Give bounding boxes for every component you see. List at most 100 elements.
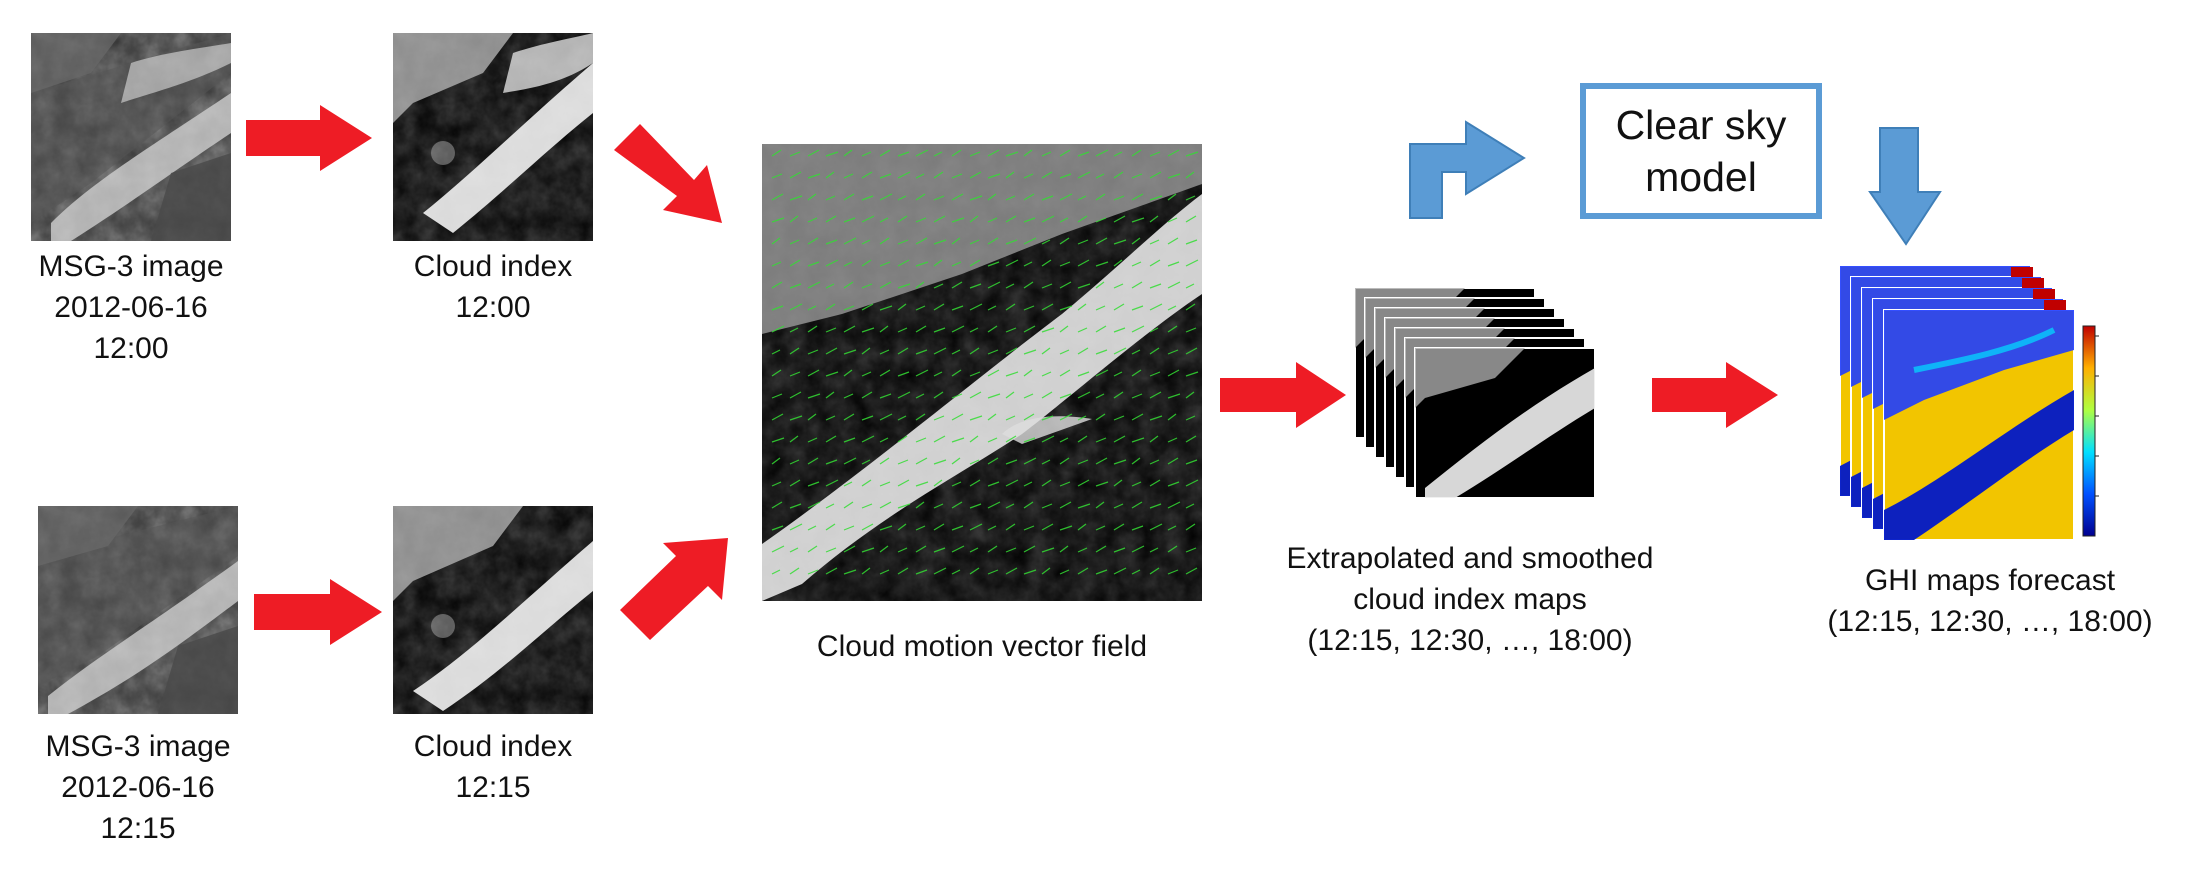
motion-vector [1095, 149, 1109, 157]
motion-vector [933, 567, 947, 575]
motion-vector [897, 327, 908, 333]
motion-vector [987, 569, 999, 575]
motion-vector [897, 283, 911, 289]
motion-vector [933, 171, 944, 179]
motion-vector [897, 303, 907, 311]
motion-vector [897, 523, 907, 531]
motion-vector [843, 393, 854, 399]
motion-vector [1077, 567, 1089, 575]
motion-vector [1185, 171, 1195, 179]
motion-vector [1149, 327, 1159, 333]
motion-vector [789, 567, 800, 575]
motion-vector [933, 371, 943, 377]
motion-vector [951, 237, 961, 245]
motion-vector [825, 503, 835, 509]
motion-vector [1185, 479, 1199, 487]
motion-vector [951, 281, 963, 289]
motion-vector [861, 259, 872, 267]
motion-vector [1149, 239, 1160, 245]
motion-vector [861, 171, 873, 179]
motion-vector [807, 501, 821, 509]
motion-vector [825, 151, 839, 157]
arrow-clear-sky-to-ghi [1868, 127, 1942, 246]
motion-vector [1131, 501, 1143, 509]
motion-vector [1077, 327, 1088, 333]
motion-vector [879, 305, 893, 311]
motion-vector [1131, 325, 1145, 333]
motion-vector [807, 237, 819, 245]
motion-vector [1041, 215, 1055, 223]
motion-vector [1149, 567, 1160, 575]
motion-vector [771, 545, 785, 553]
motion-vector [825, 523, 836, 531]
motion-vector [879, 173, 892, 179]
motion-vector [1023, 501, 1034, 509]
motion-vector [1185, 303, 1196, 311]
motion-vector [861, 415, 874, 421]
motion-vector [969, 195, 983, 201]
motion-vector [1113, 303, 1125, 311]
motion-vector [843, 217, 856, 223]
motion-vector [1095, 217, 1107, 223]
motion-vector [987, 437, 998, 443]
motion-vector [1077, 391, 1091, 399]
motion-vector [1167, 481, 1180, 487]
motion-vector [1059, 305, 1073, 311]
motion-vector [1185, 523, 1196, 531]
motion-vector [843, 481, 853, 487]
motion-vector [1077, 195, 1087, 201]
motion-vector [789, 391, 802, 399]
motion-vector [789, 415, 803, 421]
motion-vector [879, 569, 890, 575]
motion-vector [1131, 237, 1141, 245]
motion-vector [1095, 325, 1107, 333]
motion-vector [951, 349, 961, 355]
motion-vector [897, 371, 910, 377]
motion-vector [1077, 171, 1091, 179]
motion-vector [771, 369, 782, 377]
motion-vector [1131, 569, 1141, 575]
arrow-ci-top-to-cmv [614, 124, 722, 223]
motion-vector [861, 195, 874, 201]
motion-vector [771, 325, 785, 333]
motion-vector [969, 283, 982, 289]
motion-vector [1095, 413, 1106, 421]
motion-vector [1185, 347, 1198, 355]
motion-vector [1095, 525, 1106, 531]
motion-vector [789, 239, 800, 245]
motion-vector [951, 481, 962, 487]
motion-vector [771, 437, 785, 443]
motion-vector [1167, 501, 1181, 509]
motion-vector [969, 347, 980, 355]
motion-vector [951, 305, 964, 311]
motion-vector [897, 347, 909, 355]
motion-vector [879, 501, 892, 509]
motion-vector [1023, 393, 1034, 399]
motion-vector [1041, 347, 1051, 355]
motion-vector [1023, 305, 1035, 311]
motion-vector [1005, 347, 1018, 355]
motion-vector [1167, 525, 1177, 531]
motion-vector [1041, 239, 1051, 245]
motion-vector [1023, 217, 1036, 223]
motion-vector [897, 503, 911, 509]
motion-vector [951, 193, 964, 201]
motion-vector [1095, 393, 1105, 399]
motion-vector [1023, 525, 1035, 531]
motion-vector [1185, 415, 1196, 421]
motion-vector [1131, 393, 1143, 399]
motion-vector [807, 173, 821, 179]
motion-vector [951, 545, 965, 553]
motion-vector [807, 457, 819, 465]
motion-vector [1059, 413, 1073, 421]
motion-vector [843, 261, 853, 267]
motion-vector [969, 415, 983, 421]
motion-vector [807, 261, 820, 267]
motion-vector [1131, 437, 1145, 443]
motion-vector [1185, 239, 1198, 245]
motion-vector [879, 437, 889, 443]
motion-vector [969, 371, 981, 377]
motion-vector [1185, 391, 1195, 399]
motion-vector [915, 457, 928, 465]
